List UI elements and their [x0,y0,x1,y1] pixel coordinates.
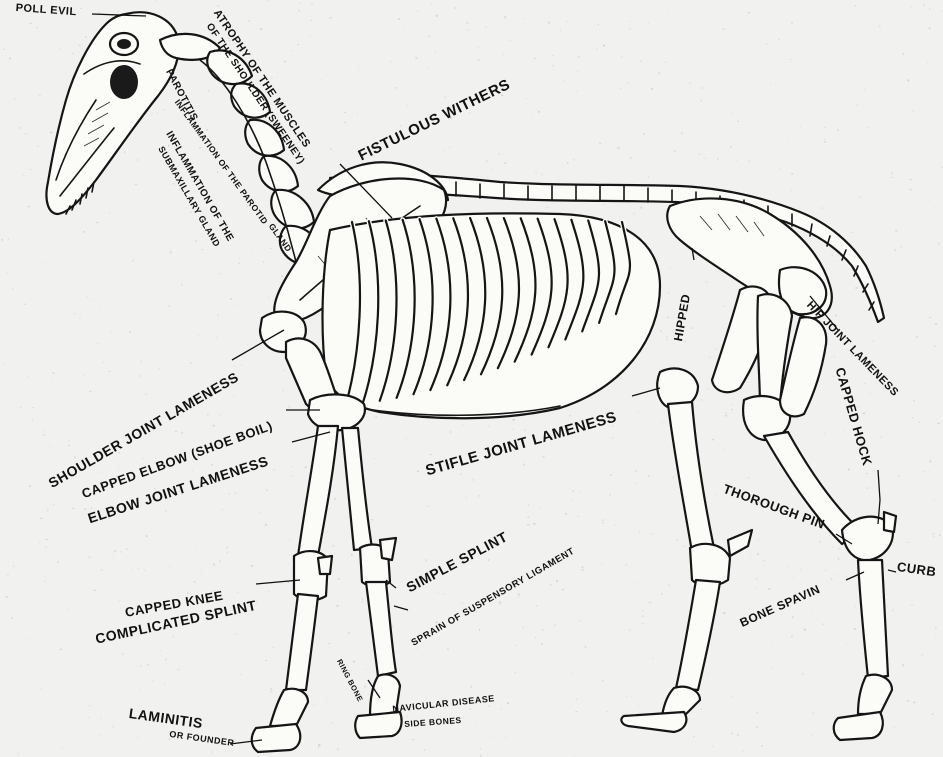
rib-cage [323,213,660,418]
skull [46,12,178,214]
forelegs [252,426,402,752]
